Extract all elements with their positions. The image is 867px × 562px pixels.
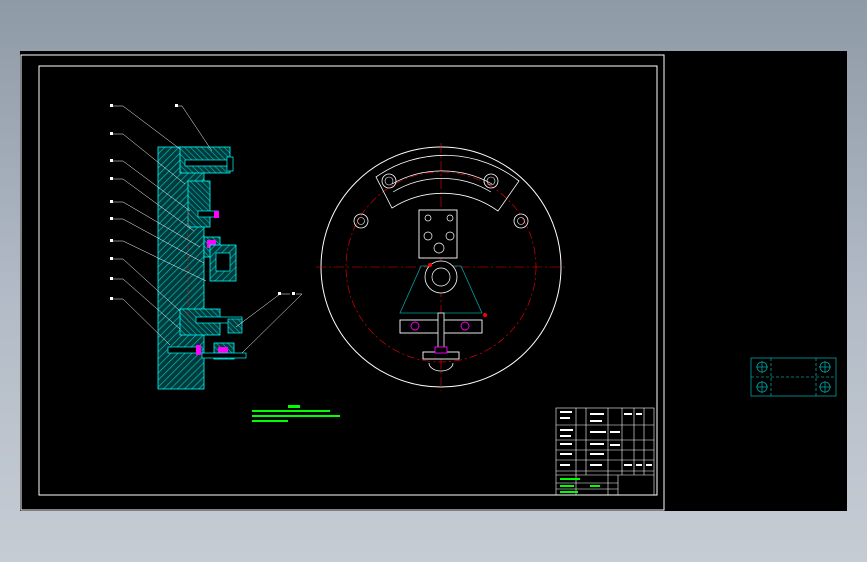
cad-drawing	[20, 54, 837, 511]
shaft	[215, 252, 231, 272]
slot-hole-left	[381, 173, 397, 189]
slot-hole-right	[483, 173, 499, 189]
clamp-nut-left	[410, 321, 420, 331]
clamp-knob	[227, 318, 243, 334]
front-circular-view	[316, 143, 566, 391]
drawing-canvas[interactable]	[20, 51, 847, 511]
handle-highlight	[218, 347, 228, 355]
slot-hole-right-inner	[486, 176, 496, 186]
title-block-green-marks	[560, 478, 600, 493]
mid-block	[187, 180, 211, 228]
hub-pin	[428, 263, 432, 267]
inner-frame	[38, 65, 658, 496]
plate-hole-4	[445, 231, 455, 241]
top-bolt-head	[226, 156, 234, 172]
top-segment	[375, 154, 520, 212]
tech-notes	[252, 405, 340, 422]
mount-hole-right-inner	[517, 217, 525, 225]
bottom-nut-highlight	[196, 345, 201, 355]
plate-hole-3	[423, 231, 433, 241]
title-block-text-marks	[560, 411, 652, 466]
handle-arc	[428, 362, 454, 372]
plate-hole-5	[433, 242, 445, 254]
leader-lines	[113, 105, 303, 354]
mount-hole-right	[513, 213, 529, 229]
clamp-pin	[483, 313, 487, 317]
bottom-bolt	[167, 346, 203, 354]
sheet-border	[20, 54, 665, 511]
sleeve-highlight	[207, 240, 216, 248]
side-section-view	[110, 104, 303, 390]
handle-bar	[201, 352, 247, 359]
slot-hole-left-inner	[384, 176, 394, 186]
pin-highlight	[214, 211, 219, 218]
hub-inner	[431, 267, 451, 287]
mount-hole-left	[353, 213, 369, 229]
clamp-nut-right	[460, 321, 470, 331]
plate-hole-1	[424, 214, 432, 222]
hub-outer	[424, 260, 458, 294]
thumbnail-view	[750, 357, 837, 397]
mount-hole-left-inner	[357, 217, 365, 225]
handle-grip	[434, 346, 448, 354]
arc-slot	[391, 170, 493, 193]
plate-hole-2	[446, 214, 454, 222]
leader-dots	[110, 104, 295, 300]
top-bolt	[184, 159, 230, 167]
title-block	[555, 407, 655, 496]
